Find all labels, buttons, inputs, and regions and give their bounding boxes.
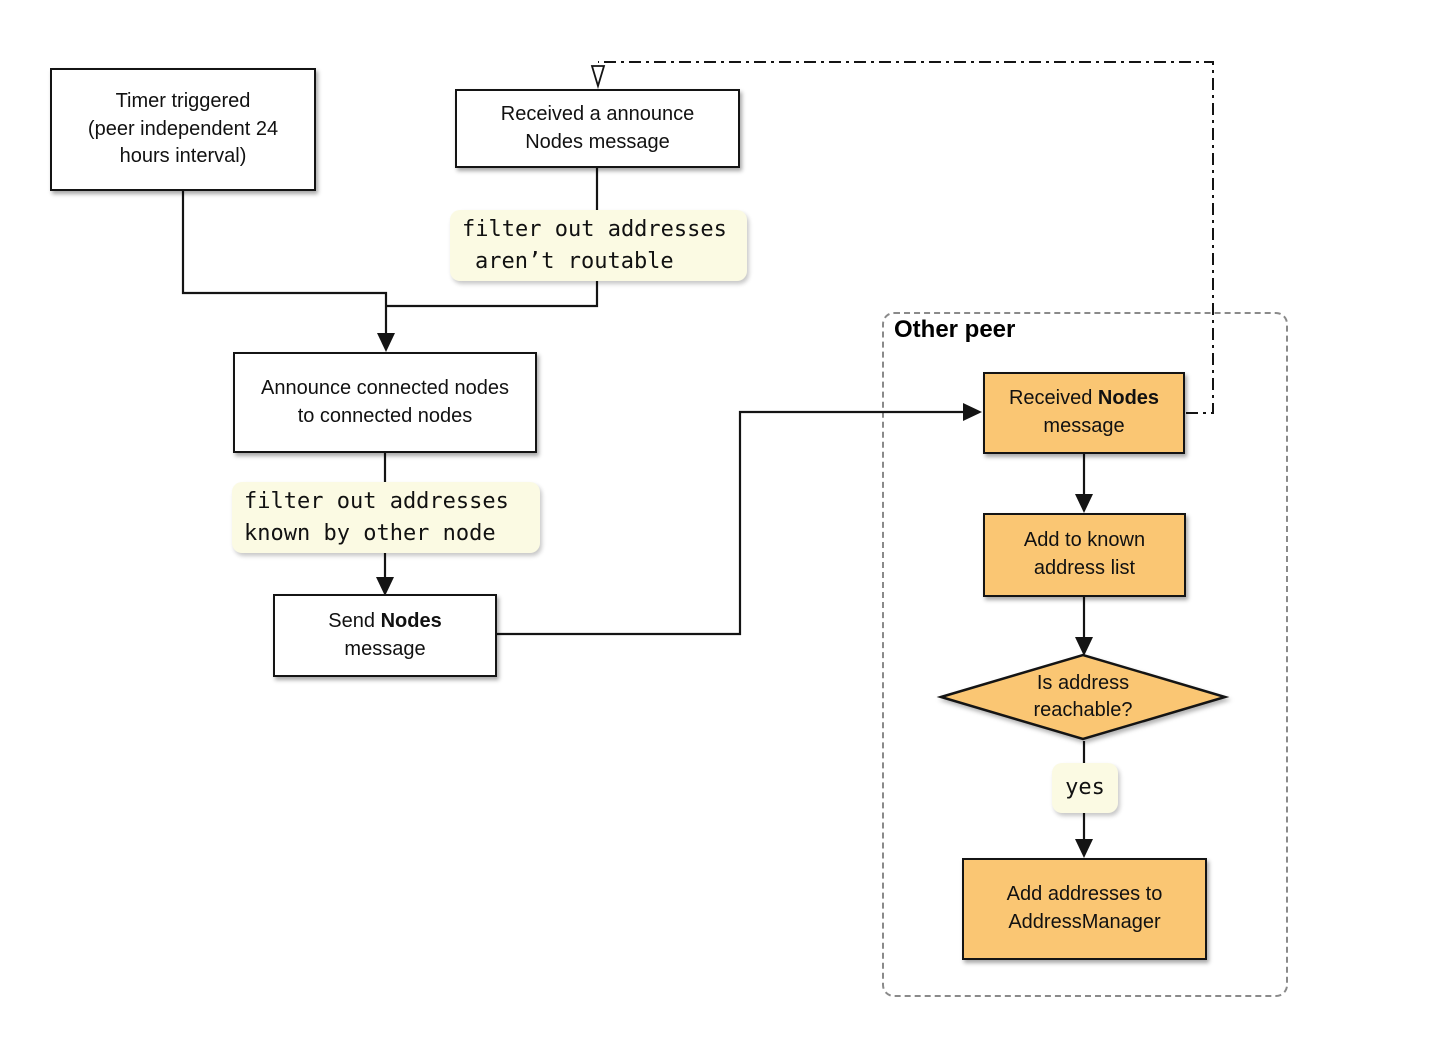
node-text-bold: Nodes — [1097, 387, 1160, 410]
arrowhead-open-into-received-announce — [590, 65, 606, 90]
node-text-line: Send Nodes — [328, 608, 441, 636]
node-text-line: message — [1043, 415, 1125, 437]
node-received-nodes-message: Received Nodes message — [983, 372, 1185, 454]
node-text: Send — [328, 609, 376, 632]
decision-is-address-reachable: Is address reachable? — [1033, 672, 1133, 721]
connector-timer-to-merge — [181, 190, 388, 336]
arrowhead-into-announce — [377, 333, 395, 352]
note-filter-not-routable: filter out addresses aren’t routable — [450, 210, 747, 281]
note-filter-known: filter out addresses known by other node — [232, 482, 540, 553]
note-line: filter out addresses — [462, 217, 727, 242]
label-yes: yes — [1052, 763, 1118, 813]
node-timer-triggered: Timer triggered (peer independent 24 hou… — [50, 68, 316, 191]
node-announce-connected: Announce connected nodes to connected no… — [233, 352, 537, 453]
note-line: aren’t routable — [475, 248, 674, 274]
node-text-bold: Nodes — [380, 609, 442, 632]
node-add-to-known-list: Add to known address list — [983, 513, 1186, 597]
other-peer-label: Other peer — [894, 316, 1016, 343]
node-text-line: message — [344, 637, 426, 660]
node-add-to-addressmanager: Add addresses to AddressManager — [962, 858, 1207, 960]
node-received-announce: Received a announce Nodes message — [455, 89, 740, 168]
node-send-nodes-message: Send Nodes message — [273, 594, 497, 677]
node-text-line: Received Nodes — [1009, 385, 1159, 413]
node-text: Received — [1008, 387, 1093, 410]
note-line: known by other node — [244, 520, 496, 546]
note-line: filter out addresses — [244, 489, 509, 514]
